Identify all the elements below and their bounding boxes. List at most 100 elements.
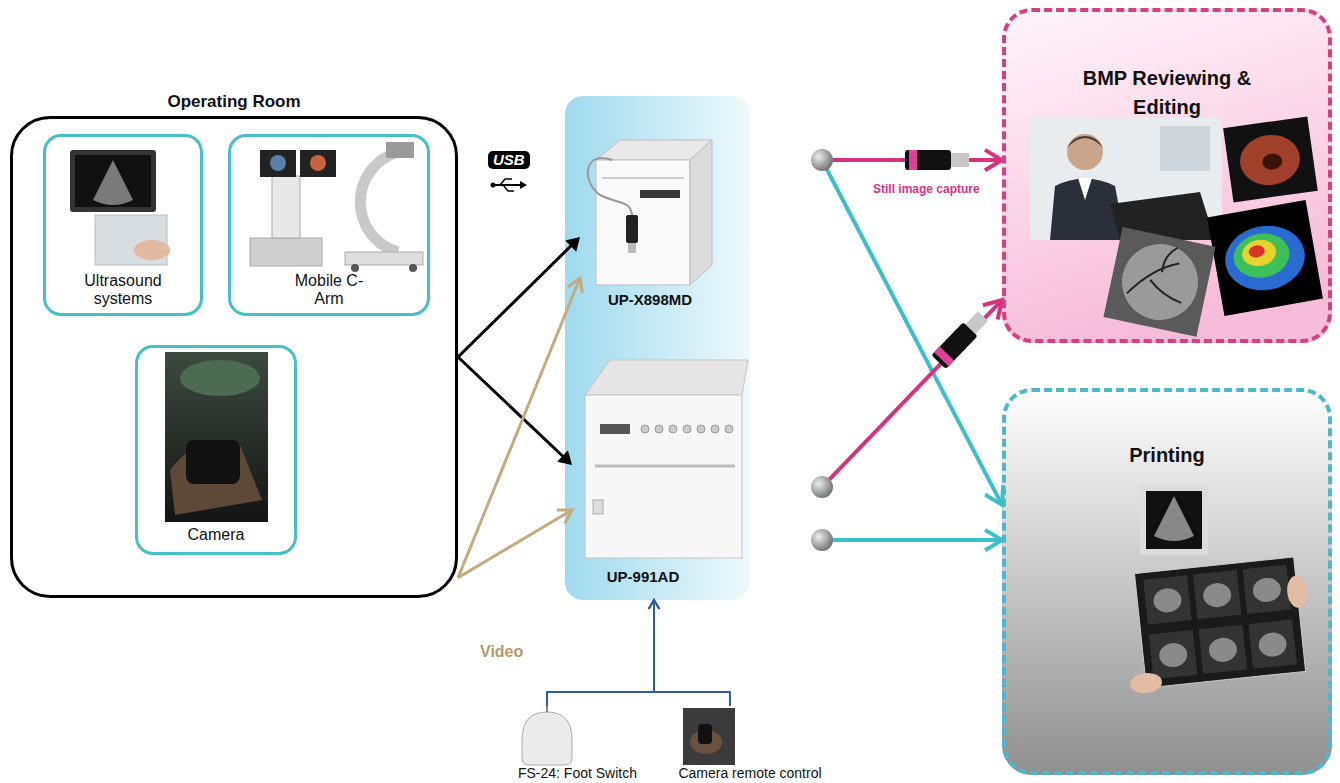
usb-logo-icon [503,185,514,191]
printer-large-picture [585,395,742,558]
ultrasound-picture [93,160,133,205]
interface-logo: USB [488,151,530,169]
node-title: FS-24: Foot Switch [495,765,660,781]
output-panel: Printing [1002,388,1332,775]
output-panel: BMP Reviewing & Editing [1002,8,1332,343]
node-title: Mobile C-Arm [289,272,369,309]
printer-large-picture [683,425,691,433]
printer-large-picture [711,425,719,433]
foot-switch-picture [522,706,572,765]
node-title: BMP Reviewing & Editing [1064,64,1270,122]
printer-large-picture [595,465,735,468]
film-print [1202,582,1232,609]
connector-arrow [547,600,659,706]
printer-large-picture [585,360,748,558]
node-title: Operating Room [13,92,455,112]
film-print [1208,636,1238,663]
ultrasound-picture [70,150,156,212]
printer-small-picture [588,158,632,215]
printing-panel-ground [1002,388,1332,775]
endoscopy-image [1237,131,1303,189]
output-port-dot [811,149,833,171]
c-arm-picture [345,252,423,265]
printing-panel-ground [1002,388,1332,775]
color-map-image [1220,220,1310,297]
film-print [1158,642,1188,669]
connector-line [458,510,572,578]
connector-arrow [458,510,572,578]
film-print [1243,565,1291,614]
output-port-dot [811,529,833,551]
printer-panel [565,96,750,600]
arrow-head [985,150,1002,170]
c-arm-picture [250,238,322,266]
printer-small-picture [626,215,638,243]
laptop-user-photo [1067,134,1103,170]
connector-line [654,600,730,706]
usb-stick [905,150,951,170]
laptop-user-photo [1160,126,1210,171]
angiography-image [1103,227,1215,337]
arrow-head [649,600,660,609]
output-port-dot [811,149,833,551]
arrow-head [557,510,572,523]
node-title: Camera remote control [665,765,835,781]
film-print [1119,556,1317,695]
arrow-head [983,300,1002,319]
node-title: Camera [142,526,290,544]
node-title: UP-991AD [576,568,710,586]
foot-switch-picture [546,706,548,712]
camera-photo [165,352,268,522]
c-arm-picture [386,142,414,158]
connector-arrow [458,278,582,578]
printer-large-picture [655,425,663,433]
color-map-image [1207,200,1323,316]
printer-small-picture [602,177,684,179]
c-arm-picture [250,142,423,272]
usb-logo-icon [494,184,520,186]
printer-panel [565,96,750,600]
film-print [1143,575,1191,624]
arrow-head [568,278,582,293]
node-title: Ultrasound systems [74,272,172,309]
angiography-image [1127,240,1192,305]
ultrasound-picture [75,155,151,207]
printer-large-picture [725,425,733,433]
connector-line [822,300,1002,487]
printer-large-picture [600,424,630,434]
printer-unit: UP-991AD [572,348,822,600]
camera-photo [186,440,240,484]
foot-switch-picture [522,712,572,765]
printer-small-picture [628,243,636,253]
printer-large-picture [697,425,705,433]
angiography-image [1115,237,1205,327]
room-box: Operating RoomUltrasound systemsMobile C… [10,116,458,598]
usb-stick [905,150,969,170]
connector-arrow [822,300,1002,487]
ultrasound-print [1146,491,1202,549]
c-arm-picture [260,150,296,177]
arrow-head [565,237,580,252]
camera-photo [165,352,268,522]
film-print [1199,625,1247,674]
color-map-image [1248,244,1266,259]
usb-logo-icon [500,179,512,185]
printer-small-picture [640,190,680,198]
node-title: UP-X898MD [585,291,715,309]
printer-small-picture [596,160,690,285]
review-panel-ground [1002,8,1332,343]
c-arm-picture [409,264,417,272]
film-print [1193,570,1241,619]
connector-arrow [458,357,572,465]
node-title: Printing [1016,441,1318,470]
arrow-head [557,450,572,465]
printer-large-picture [593,500,603,514]
connector-line [547,600,654,706]
endoscopy-image [1223,116,1318,202]
printer-large-picture [641,425,649,433]
film-print [1257,631,1287,658]
film-print [1152,587,1182,614]
signal-label: Video [480,642,523,661]
device-box: Ultrasound systems [43,134,203,316]
usb-stick [931,309,990,369]
